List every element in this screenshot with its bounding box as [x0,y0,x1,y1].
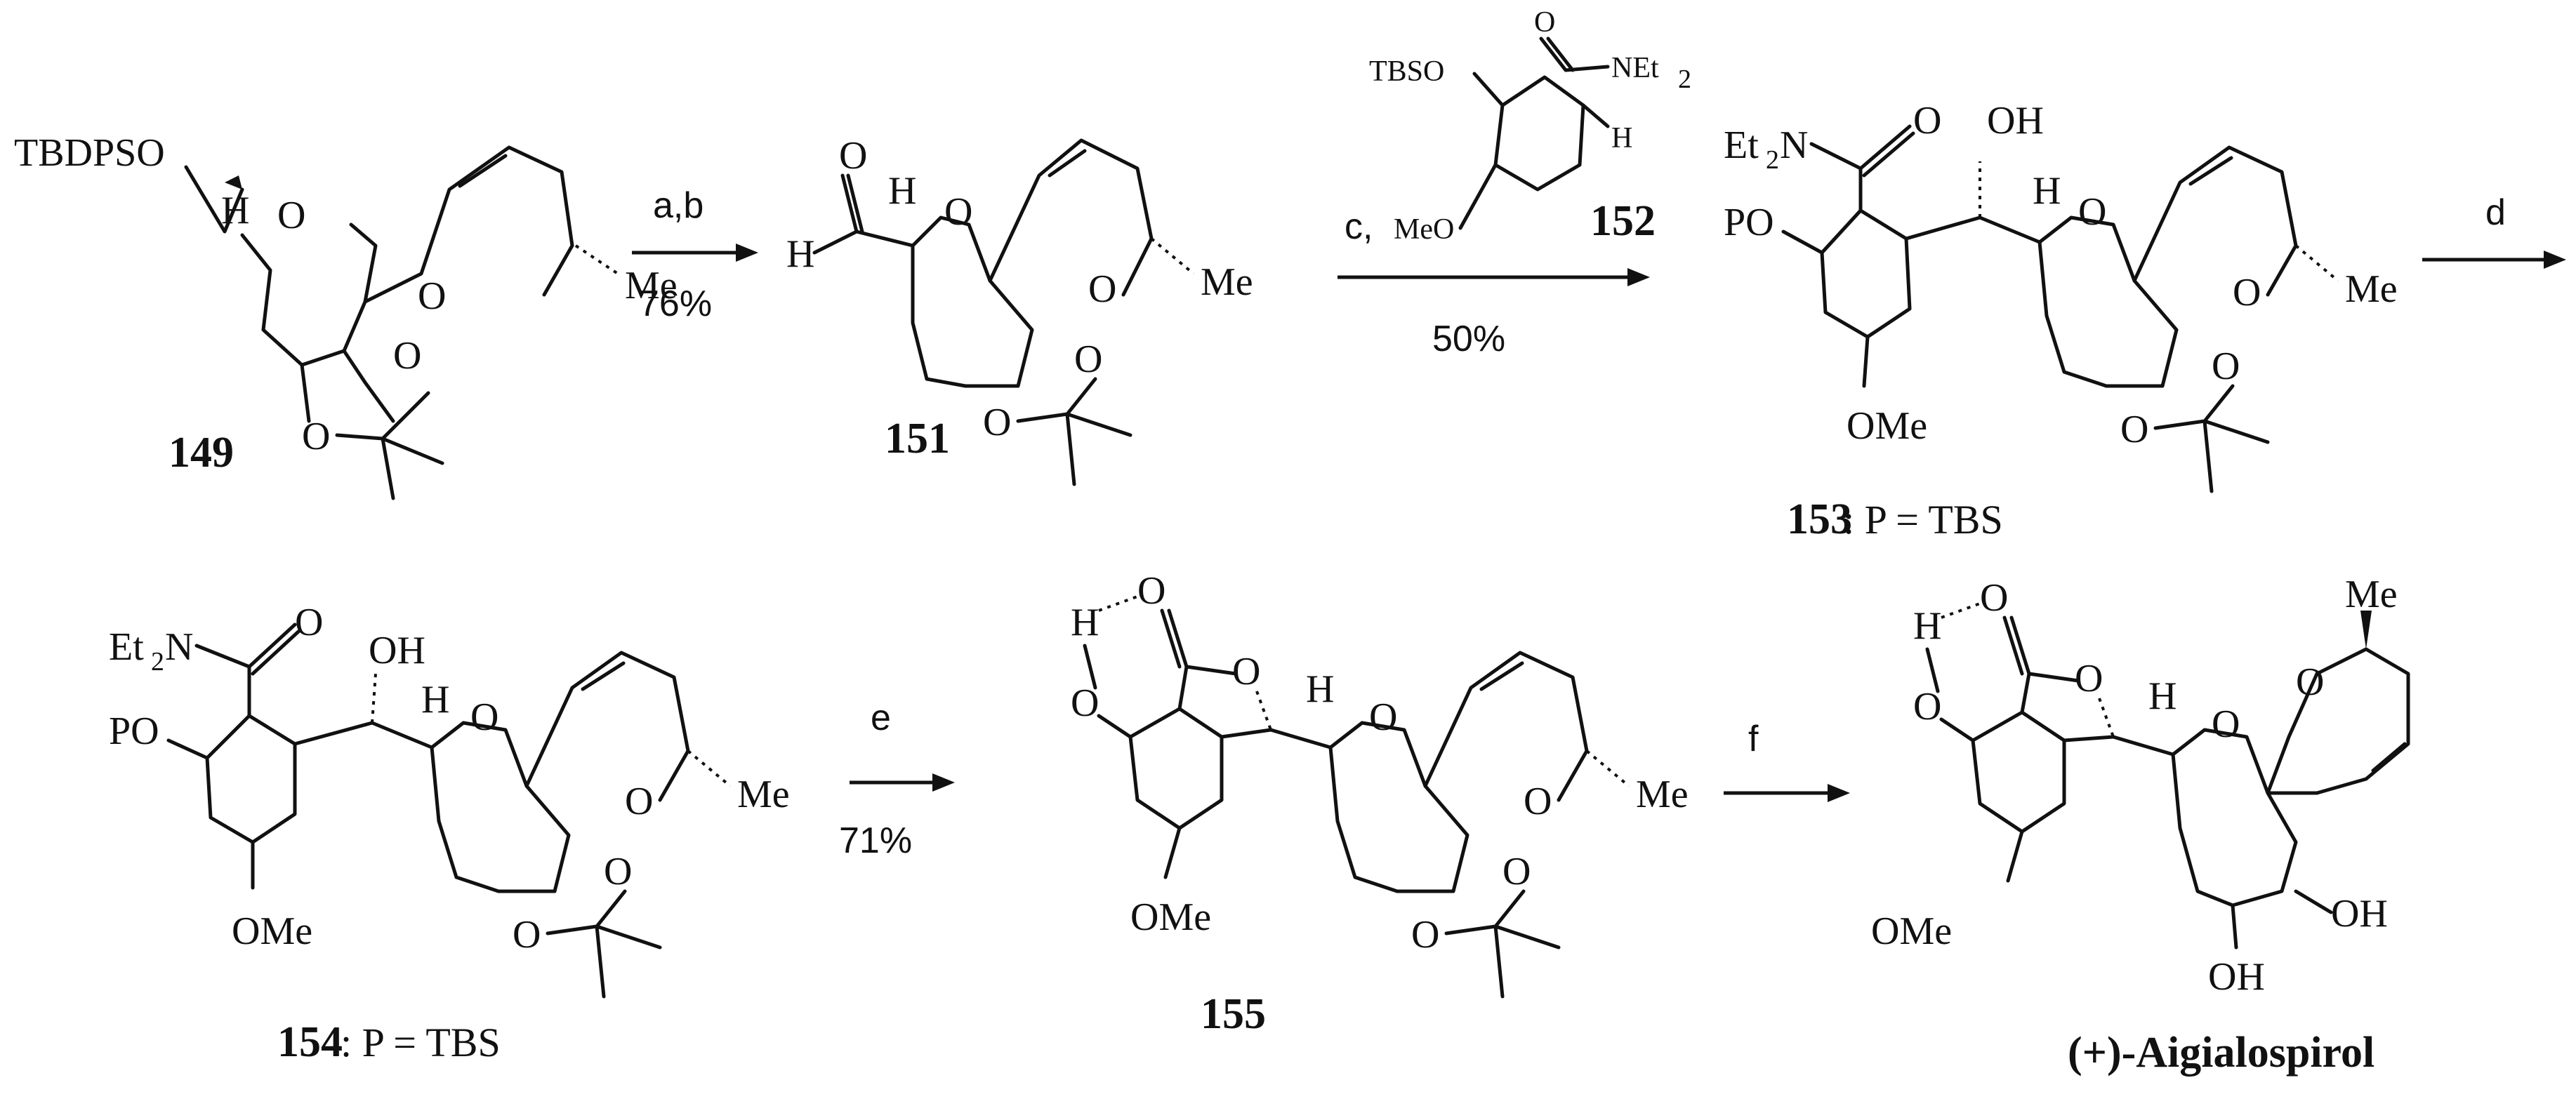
acetonide-oxygen-label: O [1502,850,1531,893]
acetonide-oxygen-label: O [393,334,421,378]
compound-number: 152 [1590,197,1656,245]
methyl-label: Me [1636,773,1689,816]
oxygen-label: O [1524,780,1552,823]
acetonide-oxygen-label: O [2120,408,2148,451]
arrow-reagent-label: c, [1345,206,1373,247]
arrow-reagent-label: e [871,698,891,738]
ring-oxygen-label: O [470,695,498,739]
arrow-yield-label: 50% [1432,319,1505,359]
meo-label: MeO [1394,213,1454,246]
arrow-yield-label: 76% [639,284,712,324]
oxygen-label: O [1088,267,1116,311]
methyl-label: Me [1201,260,1253,304]
methyl-label: Me [737,773,790,816]
hydroxyl-label: OH [369,629,425,672]
ring-oxygen-label: O [944,190,972,234]
oxygen-label: O [625,780,653,823]
arrow-f: f [1724,719,1850,802]
compound-number: 153 [1787,495,1852,543]
aldehyde-oxygen-label: O [839,134,867,178]
ring-oxygen-label: O [277,194,305,237]
h-label: H [1306,667,1334,711]
compound-note: : P = TBS [341,1020,501,1065]
acetonide-oxygen-label: O [2212,345,2240,388]
acetonide-oxygen-label: O [302,415,330,458]
arrow-yield-label: 71% [839,820,912,861]
h-label: H [221,189,249,232]
ome-label: OMe [1871,910,1952,953]
compound-152: TBSO O NEt 2 H c, MeO 152 [1345,6,1691,247]
subscript-label: 2 [1678,65,1691,94]
acetonide-oxygen-label: O [1411,913,1439,957]
compound-number: 149 [169,429,234,477]
arrow-reagent-label: d [2485,192,2506,233]
oxygen-label: O [2296,660,2324,704]
amide-nitrogen-label: NEt [1611,52,1659,84]
hbond-h-label: H [1913,604,1941,648]
tbso-label: TBSO [1369,55,1444,88]
subscript-label: 2 [1766,145,1779,175]
carbonyl-oxygen-label: O [1137,569,1165,613]
carbonyl-oxygen-label: O [1980,576,2008,620]
compound-number: 154 [277,1018,343,1066]
h-label: H [888,169,916,213]
compound-149: TBDPSO H O O Me O O 149 [14,131,678,500]
subscript-label: 2 [151,647,164,677]
ome-label: OMe [232,910,312,953]
lactone-oxygen-label: O [1232,650,1260,693]
h-label: H [421,678,449,721]
compound-151: H O H O O Me O O 151 [786,134,1253,486]
hydroxyl-label: OH [2208,955,2265,999]
compound-name: (+)-Aigialospirol [2068,1029,2374,1077]
arrow-e: e 71% [839,698,955,861]
ome-label: OMe [1130,895,1211,939]
ring-oxygen-label: O [1369,695,1397,739]
arrow-d: d [2422,192,2566,269]
compound-note: : P = TBS [1843,497,2003,542]
h-label: H [2148,674,2177,718]
compound-aigialospirol: H O O O OMe H O O Me OH OH (+)-Aigialosp… [1871,573,2410,1077]
phenol-oxygen-label: O [1071,681,1099,725]
aldehyde-h-label: H [786,232,814,276]
compound-155: H O O O OMe H O O Me O O 155 [1071,569,1689,1038]
ome-label: OMe [1847,404,1927,448]
acetonide-oxygen-label: O [604,850,632,893]
arrow-c: 50% [1337,268,1650,359]
arrow-a-b: a,b 76% [632,185,758,324]
methyl-label: Me [2345,267,2398,311]
ring-oxygen-label: O [2212,702,2240,746]
compound-number: 151 [885,415,950,462]
tbdpso-label: TBDPSO [14,131,165,175]
methyl-label: Me [625,264,678,307]
ring-oxygen-label: O [2078,190,2106,234]
methyl-label: Me [2345,573,2398,616]
compound-154: Et 2 N O PO OMe OH H O O Me O O 154 : P … [109,601,790,1066]
et-label: Et [109,625,144,669]
h-label: H [2033,169,2061,213]
hbond-h-label: H [1071,601,1099,644]
amide-oxygen-label: O [1534,6,1555,39]
acetonide-oxygen-label: O [983,401,1011,444]
po-label: PO [1724,201,1774,244]
acetonide-oxygen-label: O [1074,338,1102,381]
h-label: H [1611,122,1632,154]
arrow-reagent-label: a,b [653,185,704,226]
nitrogen-label: N [1780,124,1808,167]
lactone-oxygen-label: O [2075,657,2103,700]
compound-number: 155 [1201,990,1266,1038]
hydroxyl-label: OH [2331,892,2388,935]
oxygen-label: O [2233,271,2261,314]
compound-153: Et 2 N O PO OMe OH H O O Me O O 153 : P … [1724,99,2398,543]
amide-oxygen-label: O [295,601,323,644]
po-label: PO [109,710,159,753]
acetonide-oxygen-label: O [513,913,541,957]
phenol-oxygen-label: O [1913,685,1941,728]
amide-oxygen-label: O [1913,99,1941,142]
arrow-reagent-label: f [1748,719,1759,759]
nitrogen-label: N [165,625,193,669]
hydroxyl-label: OH [1987,99,2044,142]
et-label: Et [1724,124,1759,167]
oxygen-label: O [418,274,446,318]
